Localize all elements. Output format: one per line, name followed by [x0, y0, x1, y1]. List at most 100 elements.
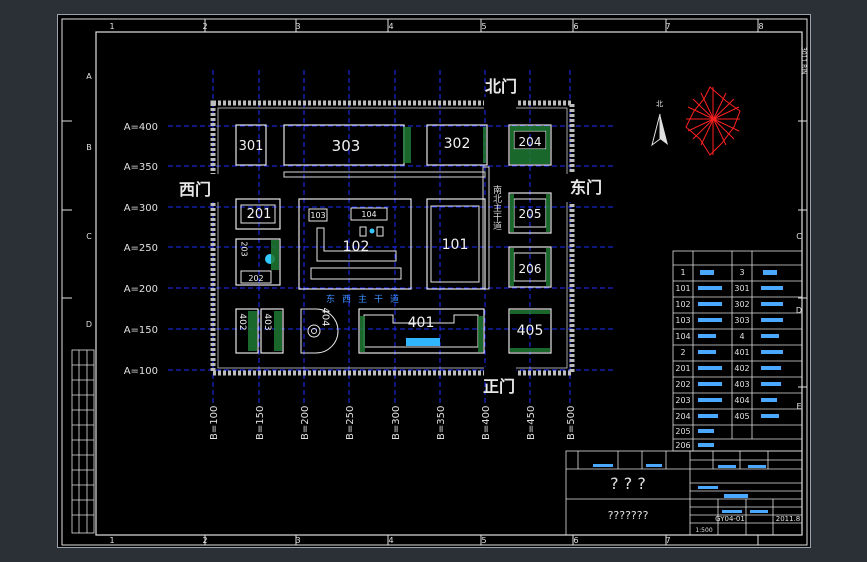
label-101: 101: [442, 237, 469, 253]
gate-labels: 北门 正门 西门 东门: [179, 77, 602, 396]
site-plan-drawing: 1 2 3 4 5 6 7 8 1 2 3 4 5 6 7 A B C D C …: [61, 18, 808, 546]
revision-grid: [71, 349, 95, 534]
building-204: [508, 124, 552, 166]
landscaping: [248, 126, 550, 352]
west-gate-label: 西门: [179, 180, 211, 199]
row-letter: A: [86, 72, 92, 81]
b-label: B=500: [566, 406, 577, 440]
row-letter: D: [86, 320, 92, 329]
col-number: 4: [388, 22, 393, 31]
label-301: 301: [239, 139, 264, 154]
building-102-complex: [298, 198, 412, 290]
col-number: 6: [573, 536, 578, 545]
road-north-south-strip: [482, 166, 490, 290]
north-gate-label: 北门: [485, 77, 517, 96]
legend-cell: 3: [739, 268, 744, 277]
legend-cell: 103: [675, 316, 690, 325]
road-north-south-label: 南北主干道: [491, 184, 502, 231]
b-axis-labels: B=100 B=150 B=200 B=250 B=300 B=350 B=40…: [209, 406, 577, 440]
legend-cell: 203: [675, 396, 690, 405]
col-number: 6: [573, 22, 578, 31]
label-302: 302: [444, 136, 471, 152]
building-201: [235, 198, 281, 230]
legend-cell: 402: [734, 364, 749, 373]
column-numbers-top: 1 2 3 4 5 6 7 8: [109, 22, 763, 31]
legend-cell: 204: [675, 412, 690, 421]
drawing-number: GY04-01: [715, 515, 745, 523]
b-label: B=450: [526, 406, 537, 440]
col-number: 3: [295, 536, 300, 545]
a-label: A=150: [124, 325, 158, 336]
col-number: 1: [109, 536, 114, 545]
south-gate-label: 正门: [483, 377, 515, 396]
row-letter: B: [86, 143, 92, 152]
site-boundary-wall: [210, 100, 575, 376]
b-label: B=300: [391, 406, 402, 440]
building-403: [260, 308, 284, 354]
label-403: 403: [262, 313, 272, 330]
east-gate-label: 东门: [570, 178, 602, 197]
label-103: 103: [310, 211, 325, 220]
building-206: [508, 246, 552, 288]
col-number: 1: [109, 22, 114, 31]
col-number: 7: [665, 22, 670, 31]
building-302: [426, 124, 488, 166]
b-label: B=200: [300, 406, 311, 440]
legend-cell: 205: [675, 427, 690, 436]
col-number: 2: [202, 536, 207, 545]
building-labels: 301 303 302 204 201 103 104 102 101 205 …: [237, 135, 543, 339]
col-number: 2: [202, 22, 207, 31]
a-label: A=350: [124, 162, 158, 173]
legend-cell: 403: [734, 380, 749, 389]
legend-cell: 405: [734, 412, 749, 421]
a-label: A=250: [124, 243, 158, 254]
row-letter: E: [796, 402, 801, 411]
a-label: A=200: [124, 284, 158, 295]
legend-cell: 101: [675, 284, 690, 293]
gate-openings: [208, 97, 578, 379]
legend-cell: 302: [734, 300, 749, 309]
label-203: 203: [240, 241, 249, 256]
site-boundary-inner: [217, 107, 568, 369]
legend-table: 1 3 101 301 102 302 103 303 104 4 2 401 …: [672, 250, 803, 452]
inner-frame: [95, 31, 803, 536]
label-401: 401: [408, 315, 435, 331]
a-label: A=100: [124, 366, 158, 377]
b-label: B=150: [255, 406, 266, 440]
label-204: 204: [519, 135, 542, 149]
north-arrow-icon: 北: [651, 100, 668, 147]
a-label: A=400: [124, 122, 158, 133]
row-letter: C: [796, 232, 802, 241]
row-letters: A B C D C D E: [86, 72, 802, 411]
title-main: ? ? ?: [610, 474, 646, 493]
pool-401: [406, 338, 440, 346]
col-number: 5: [481, 22, 486, 31]
building-402: [235, 308, 259, 354]
a-label: A=300: [124, 203, 158, 214]
building-205: [508, 192, 552, 234]
cad-drawing-canvas[interactable]: 1 2 3 4 5 6 7 8 1 2 3 4 5 6 7 A B C D C …: [57, 14, 811, 548]
legend-cell: 1: [680, 268, 685, 277]
legend-cell: 301: [734, 284, 749, 293]
buildings: [235, 124, 552, 354]
outer-frame: [61, 18, 808, 546]
row-ticks: [62, 120, 807, 388]
label-303: 303: [332, 137, 361, 155]
building-401: [358, 308, 485, 354]
building-203: [235, 238, 281, 286]
b-label: B=350: [436, 406, 447, 440]
column-numbers-bottom: 1 2 3 4 5 6 7: [109, 536, 670, 545]
label-404: 404: [320, 307, 331, 326]
col-number: 8: [758, 22, 763, 31]
label-405: 405: [517, 323, 544, 339]
legend-cell: 303: [734, 316, 749, 325]
row-letter: C: [86, 232, 92, 241]
col-number: 4: [388, 536, 393, 545]
coordinate-grid: [168, 70, 613, 405]
label-102: 102: [343, 239, 370, 255]
drawing-scale: 1:500: [695, 527, 712, 534]
col-number: 3: [295, 22, 300, 31]
top-right-tag: 3011 RIN: [800, 47, 807, 75]
label-402: 402: [237, 313, 247, 330]
wind-rose-icon: [685, 86, 741, 156]
